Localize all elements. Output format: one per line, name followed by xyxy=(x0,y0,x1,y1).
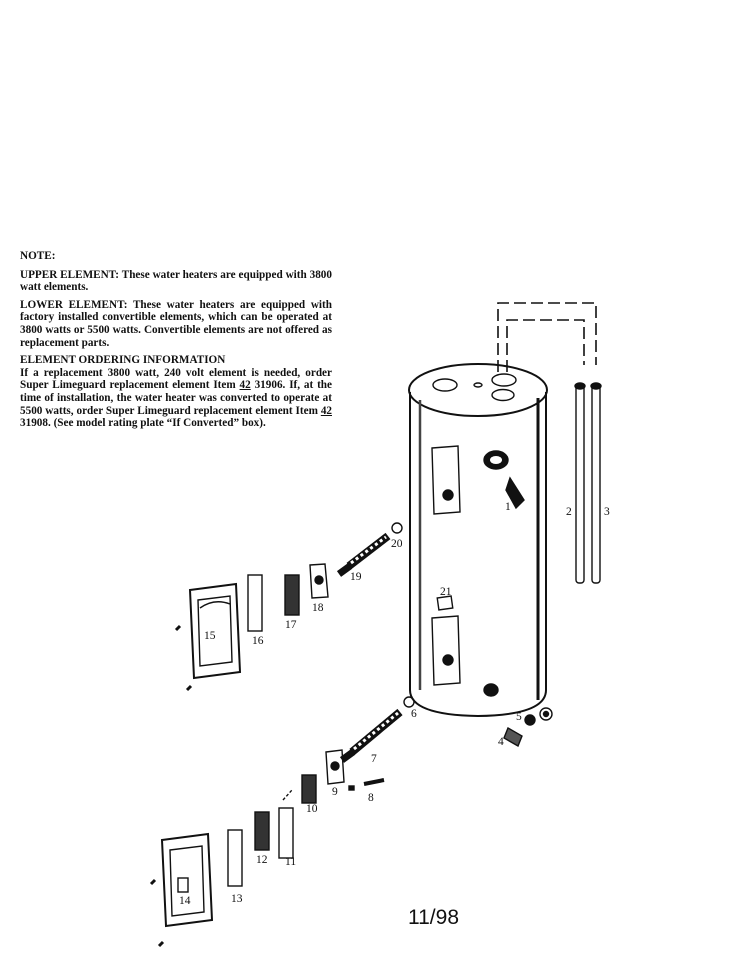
lower-element-label: LOWER ELEMENT: xyxy=(20,298,128,311)
upper-element xyxy=(336,522,403,577)
part-label-15: 15 xyxy=(204,630,216,642)
part-label-6: 6 xyxy=(411,708,417,720)
item-prefix-1: 42 xyxy=(239,379,251,392)
date-code: 11/98 xyxy=(408,906,459,929)
part-label-2: 2 xyxy=(566,506,572,518)
part-label-21: 21 xyxy=(440,586,452,598)
ordering-heading: ELEMENT ORDERING INFORMATION xyxy=(20,354,226,367)
ordering-text-2: 31906. If, at the time of installation, … xyxy=(20,379,332,417)
lower-element-text: These water heaters are equipped with fa… xyxy=(20,298,332,349)
part-label-17: 17 xyxy=(285,619,297,631)
part-label-9: 9 xyxy=(332,786,338,798)
part-label-13: 13 xyxy=(231,893,243,905)
lower-element-note: LOWER ELEMENT: These water heaters are e… xyxy=(20,299,332,349)
part-label-16: 16 xyxy=(252,635,264,647)
upper-element-label: UPPER ELEMENT: xyxy=(20,268,120,281)
lower-element xyxy=(339,696,415,763)
part-label-8: 8 xyxy=(368,792,374,804)
notes-block: NOTE: UPPER ELEMENT: These water heaters… xyxy=(20,250,332,430)
mounting-screws xyxy=(149,624,193,948)
lower-thermostat-parts xyxy=(160,749,385,928)
item-prefix-2: 42 xyxy=(320,404,332,417)
upper-element-text: These water heaters are equipped with 38… xyxy=(20,268,332,294)
part-label-10: 10 xyxy=(306,803,318,815)
anode-rods xyxy=(574,382,602,584)
ordering-text-3: 31908. (See model rating plate “If Conve… xyxy=(20,417,266,430)
drain-valve xyxy=(503,707,553,748)
part-label-4: 4 xyxy=(498,736,504,748)
supply-pipe-loop xyxy=(497,302,597,372)
part-label-3: 3 xyxy=(604,506,610,518)
part-number-labels: 1 2 3 4 5 6 7 8 9 10 11 12 13 14 15 16 1… xyxy=(179,501,610,907)
note-heading: NOTE: xyxy=(20,250,56,262)
part-label-12: 12 xyxy=(256,854,268,866)
part-label-18: 18 xyxy=(312,602,324,614)
upper-thermostat-parts xyxy=(188,563,329,680)
part-label-7: 7 xyxy=(371,753,377,765)
part-label-14: 14 xyxy=(179,895,191,907)
part-label-19: 19 xyxy=(350,571,362,583)
part-label-5: 5 xyxy=(516,711,522,723)
part-label-11: 11 xyxy=(285,856,296,868)
ordering-text-1: If a replacement 3800 watt, 240 volt ele… xyxy=(20,366,332,392)
upper-element-note: UPPER ELEMENT: These water heaters are e… xyxy=(20,269,332,294)
water-heater-tank xyxy=(408,363,548,718)
part-label-20: 20 xyxy=(391,538,403,550)
part-label-1: 1 xyxy=(505,501,511,513)
